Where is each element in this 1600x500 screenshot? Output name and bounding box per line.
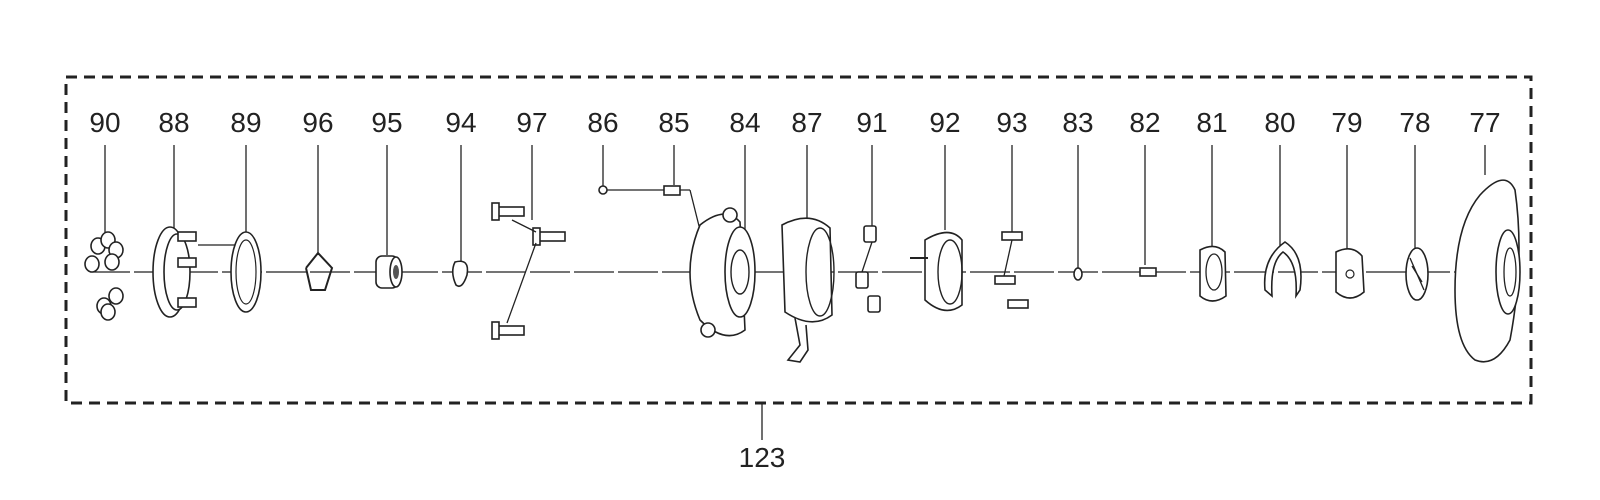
part-95-bearing	[375, 255, 403, 289]
part-86-ring	[598, 185, 608, 195]
part-93-screws	[994, 231, 1029, 309]
part-82-pin	[1139, 267, 1157, 277]
assembly-boundary	[64, 75, 1533, 405]
callout-86: 86	[587, 107, 618, 138]
part-78-fan	[1405, 247, 1429, 301]
part-97-screws	[491, 202, 566, 340]
callout-78: 78	[1399, 107, 1430, 138]
part-89-spring-clip	[230, 231, 262, 313]
part-91-springs	[855, 225, 881, 313]
part-94-clip	[451, 260, 469, 288]
callout-81: 81	[1196, 107, 1227, 138]
callout-89: 89	[230, 107, 261, 138]
part-81-gear-plate	[1199, 245, 1227, 302]
part-83-washer	[1073, 267, 1083, 281]
callout-94: 94	[445, 107, 476, 138]
callout-85: 85	[658, 107, 689, 138]
part-92-drive-plate	[910, 231, 963, 312]
callout-90: 90	[89, 107, 120, 138]
part-88-bracket	[152, 226, 240, 318]
callout-80: 80	[1264, 107, 1295, 138]
callout-88: 88	[158, 107, 189, 138]
part-90-caps	[84, 231, 124, 321]
part-87-cover-ring	[781, 217, 835, 363]
callout-79: 79	[1331, 107, 1362, 138]
callout-labels: 90 88 89 96 95 94 97 86 85 84 87 91 92 9…	[89, 107, 1500, 473]
callout-83: 83	[1062, 107, 1093, 138]
callout-87: 87	[791, 107, 822, 138]
part-85-spring	[663, 185, 681, 196]
callout-97: 97	[516, 107, 547, 138]
part-84-housing	[689, 207, 756, 338]
callout-93: 93	[996, 107, 1027, 138]
leader-lines	[104, 145, 1486, 440]
assembly-label-123: 123	[739, 442, 786, 473]
part-96-wire-spring	[305, 251, 334, 291]
callout-82: 82	[1129, 107, 1160, 138]
callout-96: 96	[302, 107, 333, 138]
part-77-outer-cover	[1454, 179, 1521, 363]
callout-91: 91	[856, 107, 887, 138]
part-79-ratchet-plate	[1335, 248, 1365, 299]
callout-77: 77	[1469, 107, 1500, 138]
callout-92: 92	[929, 107, 960, 138]
callout-95: 95	[371, 107, 402, 138]
part-80-leaf-spring	[1263, 241, 1302, 299]
callout-84: 84	[729, 107, 760, 138]
